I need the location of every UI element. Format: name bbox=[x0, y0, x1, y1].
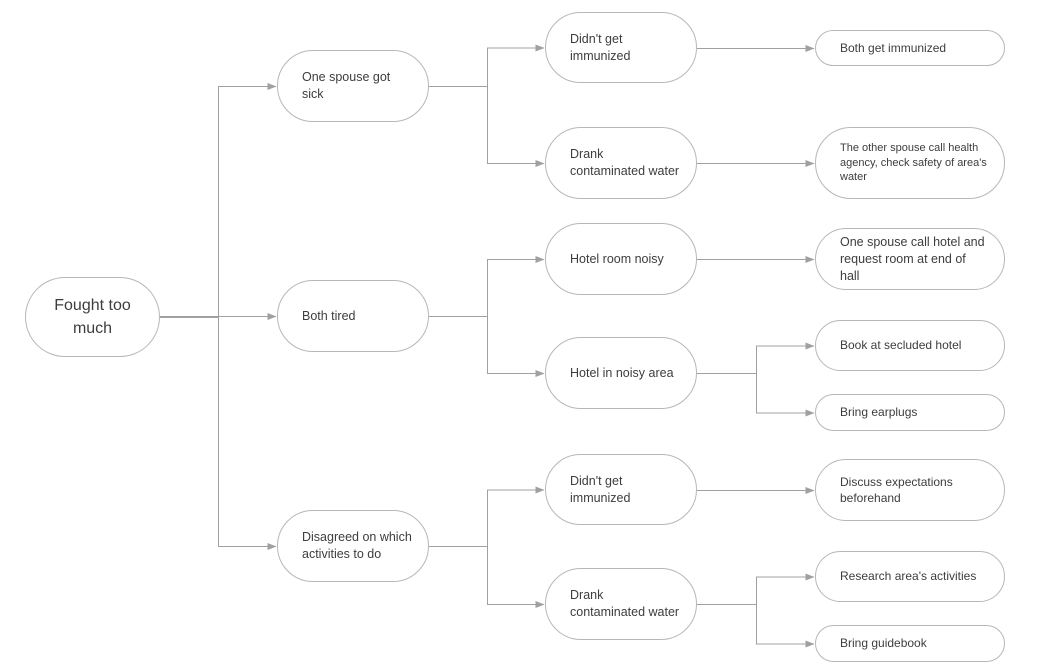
node-label: Discuss expectations beforehand bbox=[840, 474, 953, 505]
edge-fought-too-much-to-disagreed-activities bbox=[160, 317, 277, 550]
node-both-get-immunized: Both get immunized bbox=[815, 30, 1005, 66]
node-bring-guidebook: Bring guidebook bbox=[815, 625, 1005, 662]
node-label: Both tired bbox=[302, 308, 356, 323]
node-label: Fought too much bbox=[54, 296, 131, 337]
node-label: Disagreed on which activities to do bbox=[302, 530, 412, 561]
node-label: Hotel in noisy area bbox=[570, 365, 674, 380]
edge-one-spouse-got-sick-to-drank-contaminated-water-1 bbox=[429, 86, 545, 167]
node-label: Hotel room noisy bbox=[570, 251, 664, 266]
node-label: Drank contaminated water bbox=[570, 147, 680, 178]
node-label: One spouse call hotel and request room a… bbox=[840, 234, 985, 283]
edge-drank-contaminated-water-2-to-research-activities bbox=[697, 573, 815, 605]
node-label: Didn't get immunized bbox=[570, 31, 631, 63]
node-didnt-get-immunized-1: Didn't get immunized bbox=[545, 12, 697, 83]
node-call-hotel-request-room: One spouse call hotel and request room a… bbox=[815, 228, 1005, 290]
node-label: Drank contaminated water bbox=[570, 588, 680, 619]
edge-one-spouse-got-sick-to-didnt-get-immunized-1 bbox=[429, 44, 545, 87]
edge-both-tired-to-hotel-in-noisy-area bbox=[429, 316, 545, 377]
edge-drank-contaminated-water-2-to-bring-guidebook bbox=[697, 604, 815, 648]
node-bring-earplugs: Bring earplugs bbox=[815, 394, 1005, 431]
node-label: Book at secluded hotel bbox=[840, 338, 962, 353]
edge-both-tired-to-hotel-room-noisy bbox=[429, 256, 545, 317]
edge-hotel-in-noisy-area-to-bring-earplugs bbox=[697, 373, 815, 417]
node-label: Research area's activities bbox=[840, 569, 977, 584]
edge-hotel-in-noisy-area-to-book-secluded-hotel bbox=[697, 342, 815, 374]
node-label: Both get immunized bbox=[840, 40, 947, 55]
node-hotel-in-noisy-area: Hotel in noisy area bbox=[545, 337, 697, 409]
node-label: Didn't get immunized bbox=[570, 473, 631, 505]
edge-disagreed-activities-to-didnt-get-immunized-2 bbox=[429, 486, 545, 547]
node-research-activities: Research area's activities bbox=[815, 551, 1005, 602]
node-label: The other spouse call health agency, che… bbox=[840, 141, 987, 184]
node-fought-too-much: Fought too much bbox=[25, 277, 160, 357]
node-one-spouse-got-sick: One spouse got sick bbox=[277, 50, 429, 122]
node-call-health-agency: The other spouse call health agency, che… bbox=[815, 127, 1005, 199]
node-label: Bring earplugs bbox=[840, 405, 918, 420]
node-book-secluded-hotel: Book at secluded hotel bbox=[815, 320, 1005, 371]
node-disagreed-activities: Disagreed on which activities to do bbox=[277, 510, 429, 582]
node-label: Bring guidebook bbox=[840, 636, 927, 651]
node-label: One spouse got sick bbox=[302, 70, 391, 101]
edge-fought-too-much-to-one-spouse-got-sick bbox=[160, 83, 277, 318]
node-drank-contaminated-water-1: Drank contaminated water bbox=[545, 127, 697, 199]
node-both-tired: Both tired bbox=[277, 280, 429, 352]
node-hotel-room-noisy: Hotel room noisy bbox=[545, 223, 697, 295]
node-drank-contaminated-water-2: Drank contaminated water bbox=[545, 568, 697, 640]
node-discuss-expectations: Discuss expectations beforehand bbox=[815, 459, 1005, 521]
edge-disagreed-activities-to-drank-contaminated-water-2 bbox=[429, 546, 545, 608]
node-didnt-get-immunized-2: Didn't get immunized bbox=[545, 454, 697, 525]
